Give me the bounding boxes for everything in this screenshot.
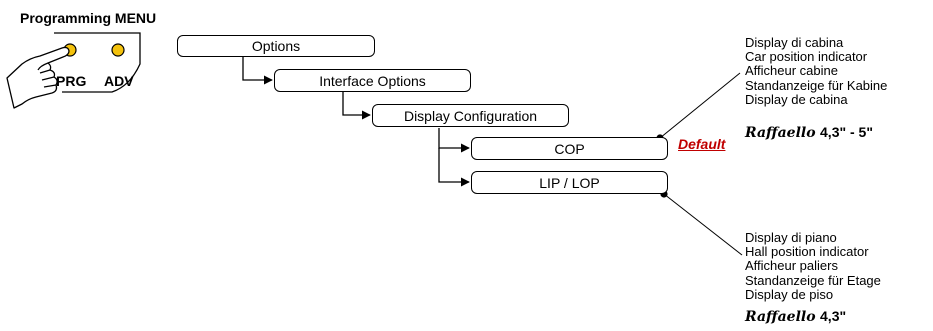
connector-display-to-cop [438,128,470,153]
connector-interface-to-display [342,92,371,120]
adv-led-icon [111,43,125,57]
cop-line: Display di cabina [745,35,844,50]
lop-sizes: 4,3" [820,308,847,324]
cop-line: Standanzeige für Kabine [745,77,888,93]
cop-leader-line [659,72,741,139]
cop-sizes: 4,3" - 5" [820,124,873,140]
adv-button-label[interactable]: ADV [104,73,134,89]
connector-display-to-liplop [438,148,470,187]
menu-lip-lop[interactable]: LIP / LOP [471,171,668,194]
liplop-leader-line [663,193,743,256]
menu-interface-options[interactable]: Interface Options [274,69,471,92]
menu-options[interactable]: Options [177,35,375,57]
keypad-panel [54,32,141,93]
pointing-hand-icon [6,46,70,109]
cop-line: Display de cabina [745,91,848,107]
cop-brand: Raffaello [745,125,816,141]
lop-line: Hall position indicator [745,244,869,260]
connector-options-to-interface [242,56,273,85]
programming-menu-title: Programming MENU [20,10,157,26]
cop-description: Display di cabina Car position indicator… [745,35,888,107]
lop-line: Display di piano [745,230,837,245]
prg-button-label[interactable]: PRG [56,73,87,89]
menu-cop[interactable]: COP [471,137,668,160]
default-label: Default [678,136,726,152]
cop-line: Car position indicator [745,49,868,65]
cop-model: Raffaello 4,3" - 5" [745,124,873,142]
lop-brand: Raffaello [745,309,816,325]
lop-description: Display di piano Hall position indicator… [745,230,881,302]
menu-display-configuration[interactable]: Display Configuration [372,104,569,127]
lop-line: Display de piso [745,286,834,302]
lop-model: Raffaello 4,3" [745,308,846,326]
cop-line: Afficheur cabine [745,63,838,79]
lop-line: Standanzeige für Etage [745,272,881,288]
lop-line: Afficheur paliers [745,258,838,274]
